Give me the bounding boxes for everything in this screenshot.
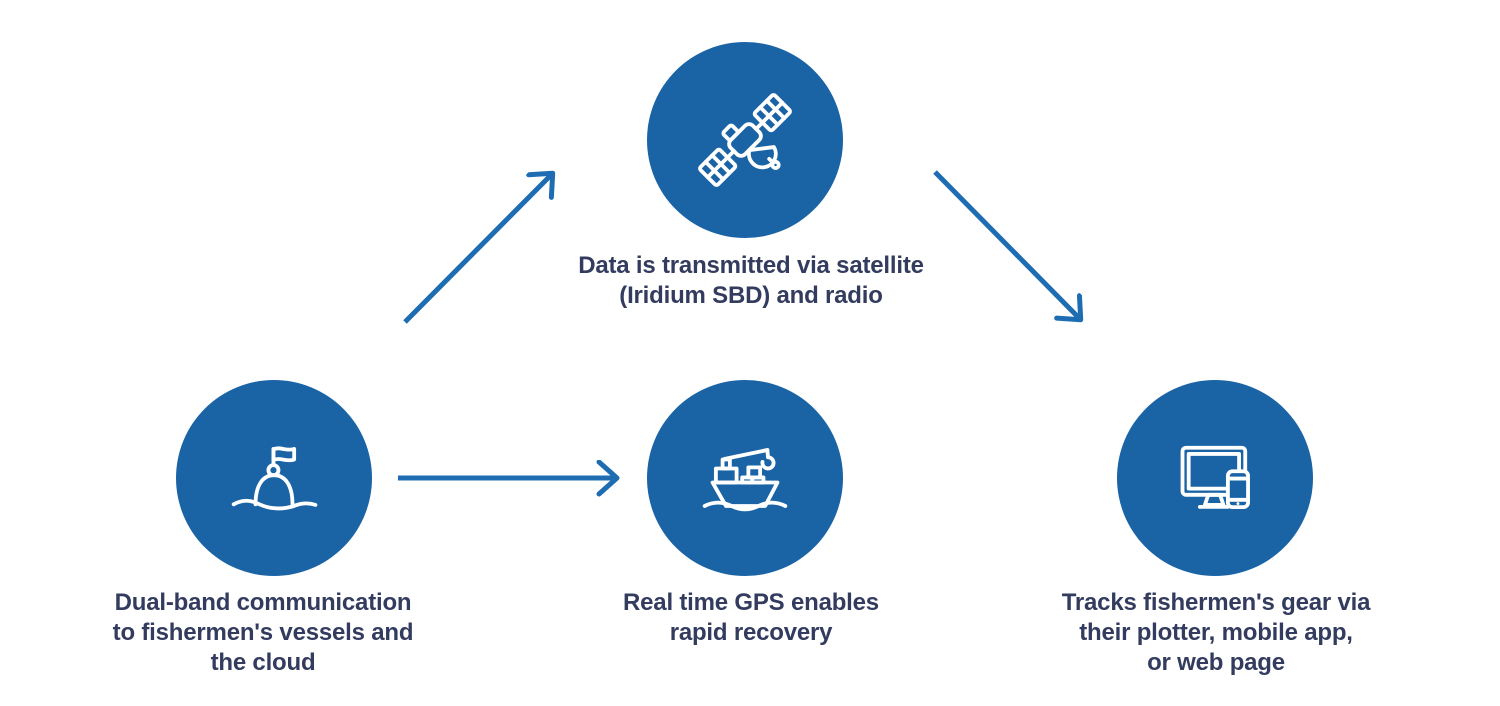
- node-satellite: [647, 42, 843, 238]
- arrow-buoy-to-satellite: [403, 174, 552, 324]
- buoy-flag-icon: [231, 446, 318, 511]
- monitor-and-phone-icon: [1180, 445, 1250, 510]
- node-devices: [1117, 380, 1313, 576]
- caption-ship: Real time GPS enables rapid recovery: [623, 589, 879, 646]
- caption-devices: Tracks fishermen's gear via their plotte…: [1061, 589, 1371, 676]
- caption-buoy: Dual-band communication to fishermen's v…: [112, 589, 414, 676]
- node-ship: [647, 380, 843, 576]
- arrow-satellite-to-devices: [933, 170, 1080, 319]
- cargo-ship-crane-icon: [702, 448, 788, 512]
- caption-satellite: Data is transmitted via satellite (Iridi…: [578, 252, 924, 309]
- node-buoy: [176, 380, 372, 576]
- satellite-icon: [698, 93, 792, 187]
